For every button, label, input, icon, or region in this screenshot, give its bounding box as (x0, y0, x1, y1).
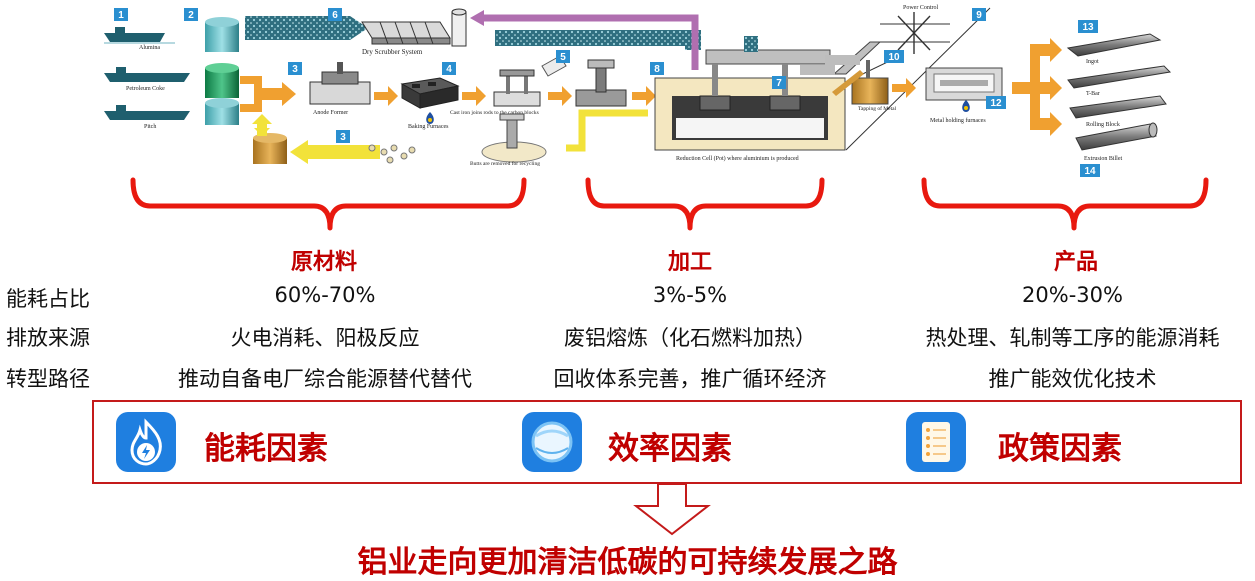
recycle-tank-icon (253, 133, 287, 164)
globe-icon (522, 412, 582, 472)
bracket-raw (130, 177, 527, 231)
processing-energy-share: 3%-5% (652, 283, 728, 307)
reduction-cell-icon (654, 36, 882, 151)
metal-holding-label: Metal holding furnaces (930, 117, 986, 124)
pitch-label: Pitch (144, 124, 156, 130)
row-label-transition-path: 转型路径 (6, 367, 90, 391)
coke-tank-icon (205, 63, 239, 98)
document-list-icon (906, 412, 966, 472)
ship-alumina-icon (104, 27, 175, 44)
dry-scrubber-label: Dry Scrubber System (362, 48, 423, 56)
ship-petroleum-coke-icon (104, 67, 190, 82)
category-product: 产品 (1053, 250, 1098, 275)
raw-transition-path: 推动自备电厂综合能源替代替代 (178, 367, 472, 391)
step-badge: 4 (446, 64, 452, 75)
alumina-tank-icon (205, 17, 239, 52)
processing-transition-path: 回收体系完善，推广循环经济 (553, 367, 827, 391)
raw-merge-arrow (240, 76, 296, 112)
butts-icon (481, 113, 547, 163)
bracket-processing (585, 177, 825, 231)
step-badge: 2 (188, 10, 194, 21)
step-badge: 5 (560, 52, 566, 63)
step-badge: 8 (654, 64, 660, 75)
reduction-cell-label: Reduction Cell (Pot) where aluminium is … (676, 155, 799, 162)
baking-furnace-icon (400, 77, 460, 109)
category-processing: 加工 (667, 250, 712, 275)
row-label-emission-source: 排放来源 (6, 326, 90, 350)
petroleum-coke-label: Petroleum Coke (126, 86, 165, 92)
step-badge: 3 (292, 64, 298, 75)
scrubber-return-pipe (480, 14, 699, 70)
step-badge: 13 (1082, 22, 1094, 33)
step-badge: 3 (340, 132, 346, 143)
conclusion-text: 铝业走向更加清洁低碳的可持续发展之路 (357, 545, 898, 580)
tapping-crucible-icon (832, 60, 889, 105)
tapping-label: Tapping of Metal (858, 105, 897, 112)
category-raw-materials: 原材料 (290, 250, 357, 275)
butts-return-pipe (566, 109, 648, 152)
baking-furnace-label: Baking Furnaces (408, 124, 449, 130)
raw-emission-source: 火电消耗、阳极反应 (230, 326, 420, 350)
product-branch-arrow (1012, 38, 1062, 136)
anode-former-label: Anode Former (313, 110, 348, 116)
cast-iron-rod-icon (493, 69, 541, 107)
bracket-product (921, 177, 1209, 231)
product-emission-source: 热处理、轧制等工序的能源消耗 (925, 326, 1220, 350)
ingot-label: Ingot (1086, 59, 1099, 65)
processing-emission-source: 废铝熔炼（化石燃料加热） (564, 326, 816, 350)
power-control-icon (880, 12, 950, 54)
extrusion-billet-icon (1075, 122, 1158, 151)
step-badge: 9 (976, 10, 982, 21)
anode-former-icon (309, 62, 371, 105)
butts-label: Butts are removed for recycling (470, 160, 540, 167)
rolling-block-icon (1069, 95, 1167, 119)
pitch-tank-icon (205, 98, 239, 125)
step-badge: 14 (1084, 166, 1096, 177)
step-badge: 12 (990, 98, 1002, 109)
row-label-energy-share: 能耗占比 (6, 287, 90, 311)
t-bar-icon (1067, 65, 1172, 89)
factor-policy: 政策因素 (998, 431, 1122, 467)
product-energy-share: 20%-30% (1022, 283, 1123, 307)
factor-efficiency: 效率因素 (608, 431, 732, 467)
ingot-icon (1066, 33, 1162, 57)
factor-energy: 能耗因素 (204, 431, 328, 467)
cast-iron-label: Cast iron joins rods to the carbon block… (450, 110, 539, 116)
ship-pitch-icon (104, 105, 190, 120)
step-badge: 6 (332, 10, 338, 21)
product-transition-path: 推广能效优化技术 (988, 367, 1157, 391)
power-control-label: Power Control (903, 5, 938, 11)
dry-scrubber-icon (361, 8, 467, 47)
raw-energy-share: 60%-70% (274, 283, 376, 307)
rolling-block-label: Rolling Block (1086, 122, 1120, 128)
factors-box (92, 400, 1242, 484)
step-badge: 7 (776, 78, 782, 89)
down-arrow-icon (633, 483, 711, 536)
extrusion-billet-label: Extrusion Billet (1084, 156, 1122, 162)
step-badge: 10 (888, 52, 900, 63)
metal-holding-furnace-icon (925, 67, 1003, 101)
tbar-label: T-Bar (1086, 91, 1100, 97)
alumina-label: Alumina (139, 45, 160, 51)
flame-bolt-icon (116, 412, 176, 472)
anode-assembly-icon (575, 59, 627, 107)
step-badge: 1 (118, 10, 124, 21)
